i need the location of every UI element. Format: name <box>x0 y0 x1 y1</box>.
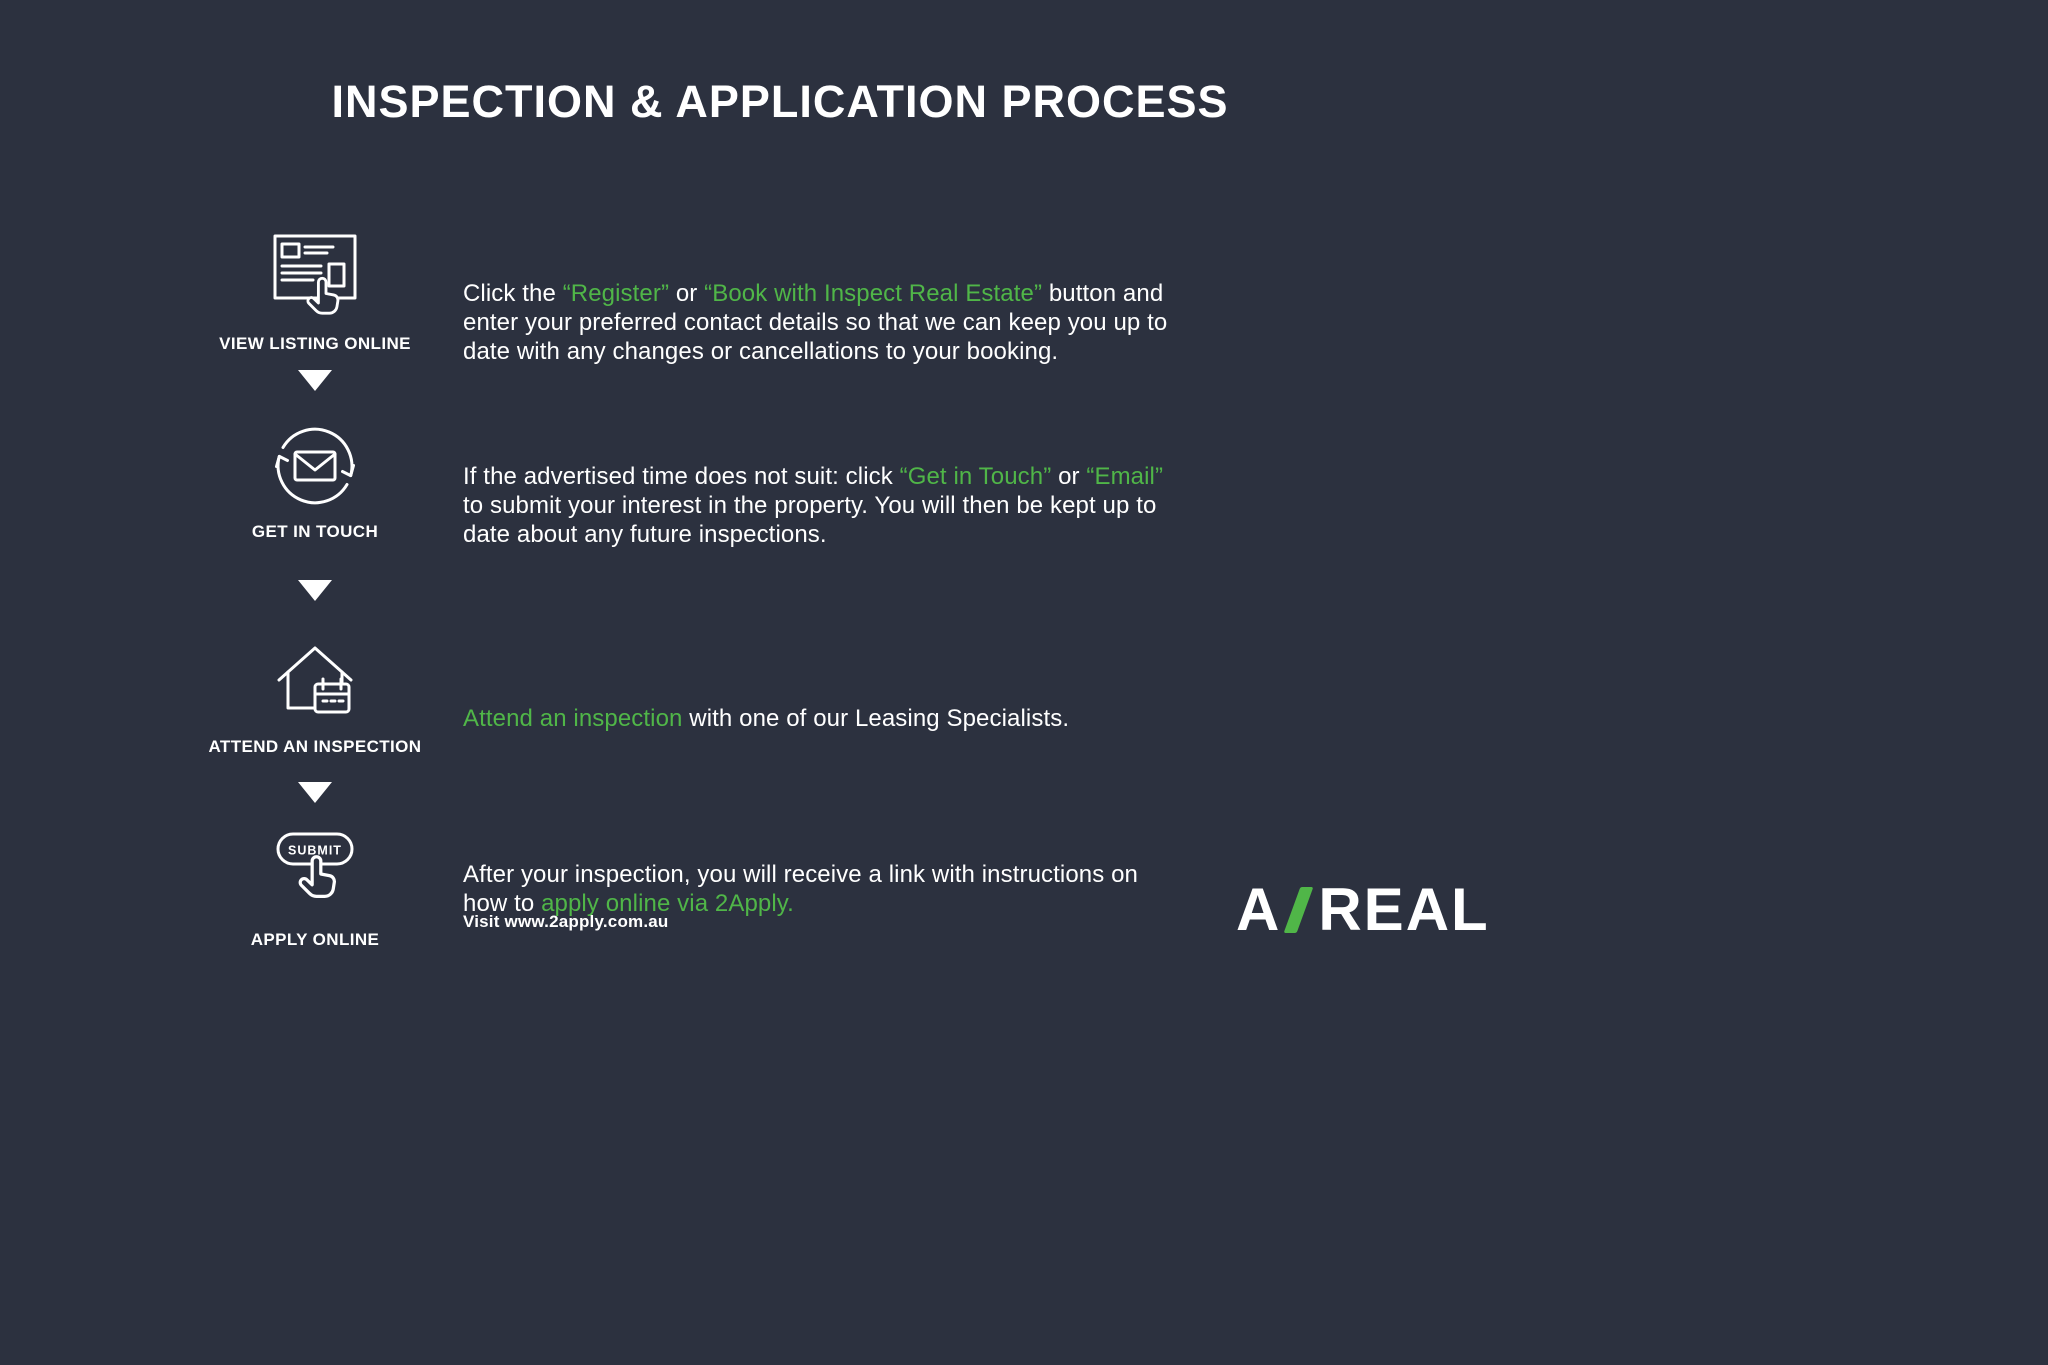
step-label-attend-inspection: ATTEND AN INSPECTION <box>208 737 422 756</box>
desc-accent-register: “Register” <box>562 280 670 307</box>
step-desc-view-listing: Click the “Register” or “Book with Inspe… <box>463 250 1423 366</box>
page-title: INSPECTION & APPLICATION PROCESS <box>331 76 1229 127</box>
cursor-hand-icon <box>298 855 336 898</box>
desc-text: to submit your interest in the property.… <box>463 492 1157 548</box>
step-desc-get-in-touch: If the advertised time does not suit: cl… <box>463 433 1423 549</box>
desc-text: with one of our Leasing Specialists. <box>682 705 1070 732</box>
flow-arrow-down-icon <box>298 782 332 803</box>
desc-text: or <box>1051 463 1087 490</box>
desc-accent-attend: Attend an inspection <box>463 705 683 732</box>
flow-arrow-down-icon <box>298 580 332 601</box>
desc-text: or <box>669 280 705 307</box>
step-label-view-listing: VIEW LISTING ONLINE <box>219 334 411 353</box>
get-in-touch-icon <box>265 416 365 516</box>
attend-inspection-icon <box>265 628 365 728</box>
step-desc-attend-inspection: Attend an inspection with one of our Lea… <box>463 675 1423 733</box>
desc-accent-email: “Email” <box>1086 463 1164 490</box>
calendar-icon <box>313 677 351 714</box>
submit-button-label: SUBMIT <box>288 844 342 858</box>
view-listing-icon <box>265 226 365 326</box>
desc-text: After your inspection, you will receive … <box>463 861 1138 917</box>
step-label-get-in-touch: GET IN TOUCH <box>251 522 379 541</box>
desc-accent-get-in-touch: “Get in Touch” <box>899 463 1052 490</box>
desc-accent-book: “Book with Inspect Real Estate” <box>704 280 1043 307</box>
cursor-hand-icon <box>306 276 340 315</box>
desc-text: If the advertised time does not suit: cl… <box>463 463 900 490</box>
logo-letter-a: A <box>1236 876 1282 943</box>
browser-listing-icon <box>273 234 357 300</box>
desc-text: button and enter your preferred contact … <box>463 280 1168 365</box>
desc-text: Click the <box>463 280 563 307</box>
flow-arrow-down-icon <box>298 370 332 391</box>
refresh-arrows-icon <box>275 427 355 505</box>
step-desc-apply-online: After your inspection, you will receive … <box>463 831 1423 918</box>
visit-url-note: Visit www.2apply.com.au <box>463 912 669 931</box>
apply-online-icon: SUBMIT <box>265 828 365 928</box>
logo-word-real: REAL <box>1318 876 1490 943</box>
logo-slash-icon <box>1283 887 1314 933</box>
step-label-apply-online: APPLY ONLINE <box>250 930 380 949</box>
desc-accent-apply-online: apply online via 2Apply. <box>541 890 794 917</box>
brand-logo: A REAL <box>1236 880 1490 940</box>
envelope-icon <box>293 450 337 482</box>
